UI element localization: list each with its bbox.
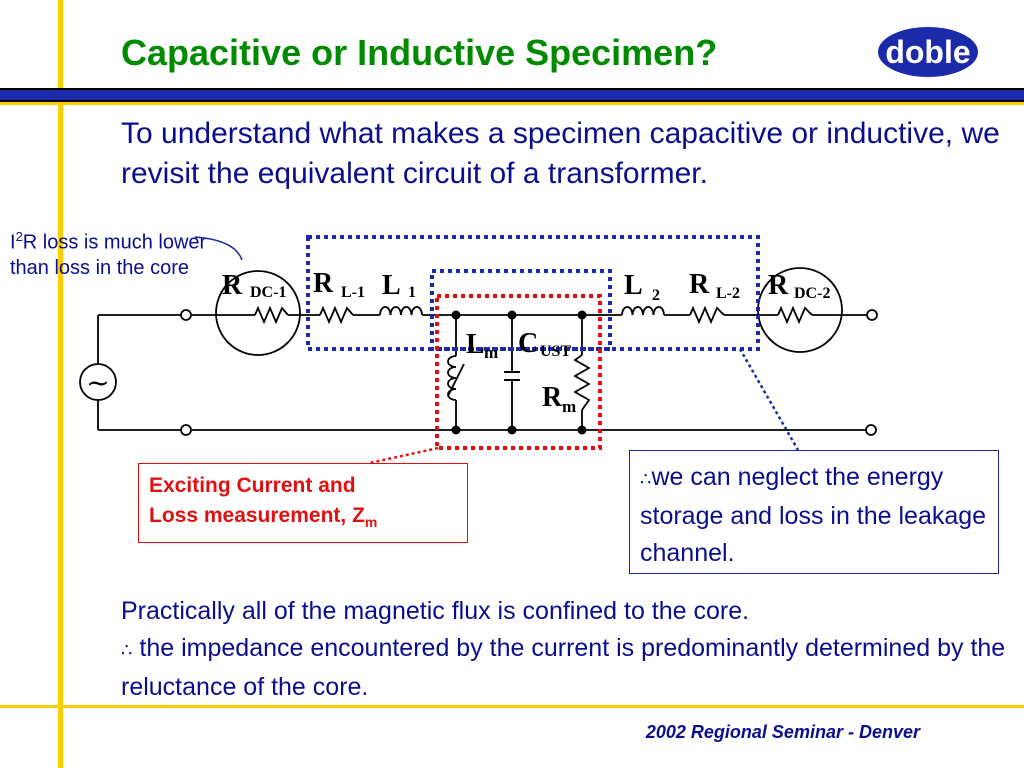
therefore-icon: ∴: [640, 469, 652, 490]
label-rl1-main: R: [313, 268, 334, 299]
i2r-prefix: I: [10, 231, 16, 254]
series-resistors: [254, 305, 813, 411]
label-rdc2-main: R: [768, 270, 789, 301]
label-rl1-sub: L-1: [341, 284, 365, 301]
resistor-rl2: [689, 305, 725, 325]
resistor-rm: [573, 354, 591, 411]
label-l2-sub: 2: [652, 287, 660, 304]
i2r-callout-line: [194, 236, 243, 261]
label-rl2-main: R: [689, 269, 710, 300]
label-rm-main: R: [542, 382, 563, 413]
intro-text: To understand what makes a specimen capa…: [121, 117, 1000, 190]
label-rm-sub: m: [562, 397, 576, 416]
i2r-suffix: R loss is much lower than loss in the co…: [10, 231, 207, 279]
label-cust-main: C: [518, 328, 538, 359]
exciting-line2-text: Loss measurement, Z: [149, 504, 365, 527]
label-l2-main: L: [624, 270, 643, 301]
conclusion-paragraph: Practically all of the magnetic flux is …: [121, 593, 1011, 706]
conclusion-line2-text: the impedance encountered by the current…: [121, 634, 1006, 701]
terminals: [180, 309, 878, 436]
label-rl2-sub: L-2: [716, 285, 740, 302]
capacitor-cust: [504, 371, 520, 381]
label-lm-main: L: [466, 329, 485, 360]
doble-logo: doble: [878, 27, 978, 77]
inductor-l2: [621, 306, 665, 316]
label-lm-sub: m: [484, 343, 498, 362]
label-rdc1-sub: DC-1: [250, 284, 286, 301]
conclusion-line1: Practically all of the magnetic flux is …: [121, 597, 750, 625]
ac-source-icon: [79, 363, 117, 401]
terminal-bottom-left: [180, 424, 192, 436]
label-l1-main: L: [382, 270, 401, 301]
conclusion-line2: ∴ the impedance encountered by the curre…: [121, 630, 1011, 706]
i2r-superscript: 2: [15, 229, 23, 244]
label-l1-sub: 1: [408, 284, 416, 301]
resistor-rl1: [319, 305, 354, 325]
terminal-bottom-right: [865, 424, 877, 436]
terminal-top-left: [180, 309, 192, 321]
core-callout-line: [369, 446, 439, 465]
therefore-icon: ∴: [121, 640, 133, 661]
left-accent-line: [58, 0, 63, 768]
label-rdc2-sub: DC-2: [794, 285, 830, 302]
terminal-top-right: [866, 309, 878, 321]
lm-variable-arrow: [447, 363, 465, 397]
rdc1-loss-circle: [215, 270, 301, 356]
series-inductors: [379, 306, 665, 401]
header-band: [0, 88, 1024, 102]
logo-oval: [878, 27, 978, 77]
logo-text: doble: [885, 34, 970, 70]
exciting-line2: Loss measurement, Zm: [149, 501, 457, 537]
label-cust-sub: UST: [540, 343, 571, 360]
leakage-callout-line: [738, 348, 800, 451]
circuit-wires: [97, 314, 868, 431]
footer-divider: [0, 705, 1024, 708]
exciting-line2-sub: m: [364, 514, 378, 531]
slide-title: Capacitive or Inductive Specimen?: [121, 32, 718, 73]
leakage-box-inner: [430, 269, 612, 351]
ac-source-symbol: ~: [86, 366, 109, 399]
leakage-boxes: [306, 235, 760, 351]
neglect-text: we can neglect the energy storage and lo…: [640, 463, 987, 567]
exciting-line1: Exciting Current and: [149, 474, 356, 497]
inductor-l1: [379, 306, 423, 316]
i2r-loss-note: I2R loss is much lower than loss in the …: [10, 224, 210, 281]
junction-dots: [451, 310, 587, 435]
resistor-rdc2: [777, 305, 813, 325]
header-band-accent: [0, 102, 1024, 105]
footer-text: 2002 Regional Seminar - Denver: [645, 722, 920, 742]
label-rdc1-main: R: [222, 270, 243, 301]
leakage-neglect-callout: ∴we can neglect the energy storage and l…: [629, 450, 999, 574]
leakage-box-outer: [306, 235, 760, 351]
resistor-rdc1: [254, 305, 289, 325]
core-box: [435, 294, 602, 450]
